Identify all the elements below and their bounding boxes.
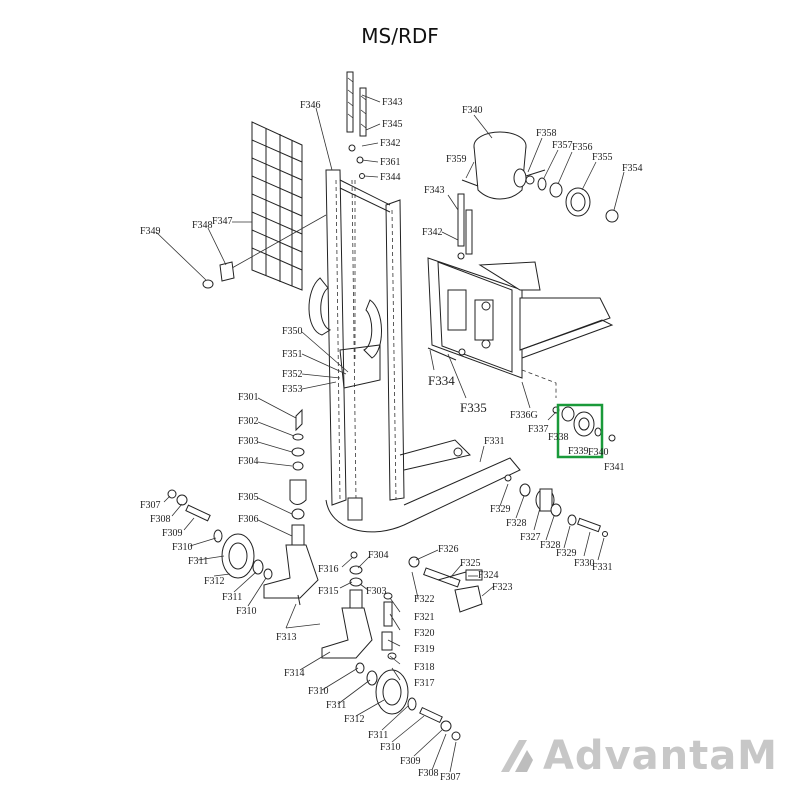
pedal — [408, 556, 483, 613]
fork-carriage — [427, 257, 614, 398]
part-label: F311 — [326, 700, 346, 711]
part-label: F334 — [428, 373, 455, 388]
part-label: F361 — [380, 157, 401, 168]
part-label: F310 — [236, 606, 257, 617]
part-label: F359 — [446, 154, 467, 165]
part-label: F322 — [414, 594, 435, 605]
part-label: F303 — [238, 436, 259, 447]
part-label: F351 — [282, 349, 303, 360]
part-label: F303 — [366, 586, 387, 597]
part-label: F358 — [536, 128, 557, 139]
backrest-grid — [202, 121, 327, 291]
part-label: F315 — [318, 586, 339, 597]
brand-logo-text: AdvantaM — [542, 733, 778, 779]
part-label: F305 — [238, 492, 259, 503]
part-label: F310 — [172, 542, 193, 553]
part-label: F312 — [204, 576, 225, 587]
part-label: F327 — [520, 532, 541, 543]
part-label: F313 — [276, 632, 297, 643]
part-label: F328 — [506, 518, 527, 529]
part-label: F314 — [284, 668, 305, 679]
part-label: F348 — [192, 220, 213, 231]
part-label: F340 — [462, 105, 483, 116]
part-label: F310 — [308, 686, 329, 697]
part-label: F345 — [382, 119, 403, 130]
part-label: F343 — [424, 185, 445, 196]
chains — [346, 71, 473, 360]
part-label: F318 — [414, 662, 435, 673]
part-label: F342 — [422, 227, 443, 238]
part-label: F344 — [380, 172, 401, 183]
part-labels: F346 F343 F345 F342 F361 F344 F347 F348 … — [140, 97, 643, 783]
part-label: F325 — [460, 558, 481, 569]
part-label: F349 — [140, 226, 161, 237]
part-label: F328 — [540, 540, 561, 551]
part-label: F321 — [414, 612, 435, 623]
part-label: F346 — [300, 100, 321, 111]
part-label: F306 — [238, 514, 259, 525]
front-roller — [504, 474, 608, 537]
part-label: F320 — [414, 628, 435, 639]
part-label: F312 — [344, 714, 365, 725]
part-label: F339 — [568, 446, 589, 457]
part-label: F311 — [222, 592, 242, 603]
part-label: F329 — [490, 504, 511, 515]
part-label: F336G — [510, 410, 538, 421]
part-label: F352 — [282, 369, 303, 380]
brand-mark-icon — [500, 740, 533, 772]
part-label: F307 — [140, 500, 161, 511]
part-label: F342 — [380, 138, 401, 149]
part-label: F304 — [368, 550, 389, 561]
highlight-box — [556, 403, 604, 459]
part-label: F343 — [382, 97, 403, 108]
part-label: F301 — [238, 392, 259, 403]
lift-cylinder — [461, 131, 619, 223]
mast-frame — [308, 169, 521, 533]
part-label: F355 — [592, 152, 613, 163]
part-label: F347 — [212, 216, 233, 227]
part-label: F309 — [162, 528, 183, 539]
part-label: F329 — [556, 548, 577, 559]
part-label: F307 — [440, 772, 461, 783]
part-label: F309 — [400, 756, 421, 767]
rear-roller — [552, 403, 616, 459]
part-label: F335 — [460, 400, 487, 415]
part-label: F353 — [282, 384, 303, 395]
leader-lines — [155, 94, 625, 773]
part-label: F308 — [418, 768, 439, 779]
part-label: F319 — [414, 644, 435, 655]
part-label: F338 — [548, 432, 569, 443]
part-label: F326 — [438, 544, 459, 555]
part-label: F317 — [414, 678, 435, 689]
diagram-title: MS/RDF — [361, 24, 439, 48]
part-label: F357 — [552, 140, 573, 151]
part-label: F316 — [318, 564, 339, 575]
part-label: F310 — [380, 742, 401, 753]
brand-logo: AdvantaM — [497, 733, 778, 779]
part-label: F356 — [572, 142, 593, 153]
part-label: F304 — [238, 456, 259, 467]
part-label: F331 — [592, 562, 613, 573]
part-label: F354 — [622, 163, 643, 174]
part-label: F311 — [188, 556, 208, 567]
part-label: F340 — [588, 447, 609, 458]
part-label: F331 — [484, 436, 505, 447]
part-label: F341 — [604, 462, 625, 473]
part-label: F323 — [492, 582, 513, 593]
part-label: F302 — [238, 416, 259, 427]
part-label: F311 — [368, 730, 388, 741]
center-caster — [321, 551, 461, 741]
part-label: F330 — [574, 558, 595, 569]
part-label: F308 — [150, 514, 171, 525]
part-label: F337 — [528, 424, 549, 435]
part-label: F350 — [282, 326, 303, 337]
part-label: F324 — [478, 570, 499, 581]
